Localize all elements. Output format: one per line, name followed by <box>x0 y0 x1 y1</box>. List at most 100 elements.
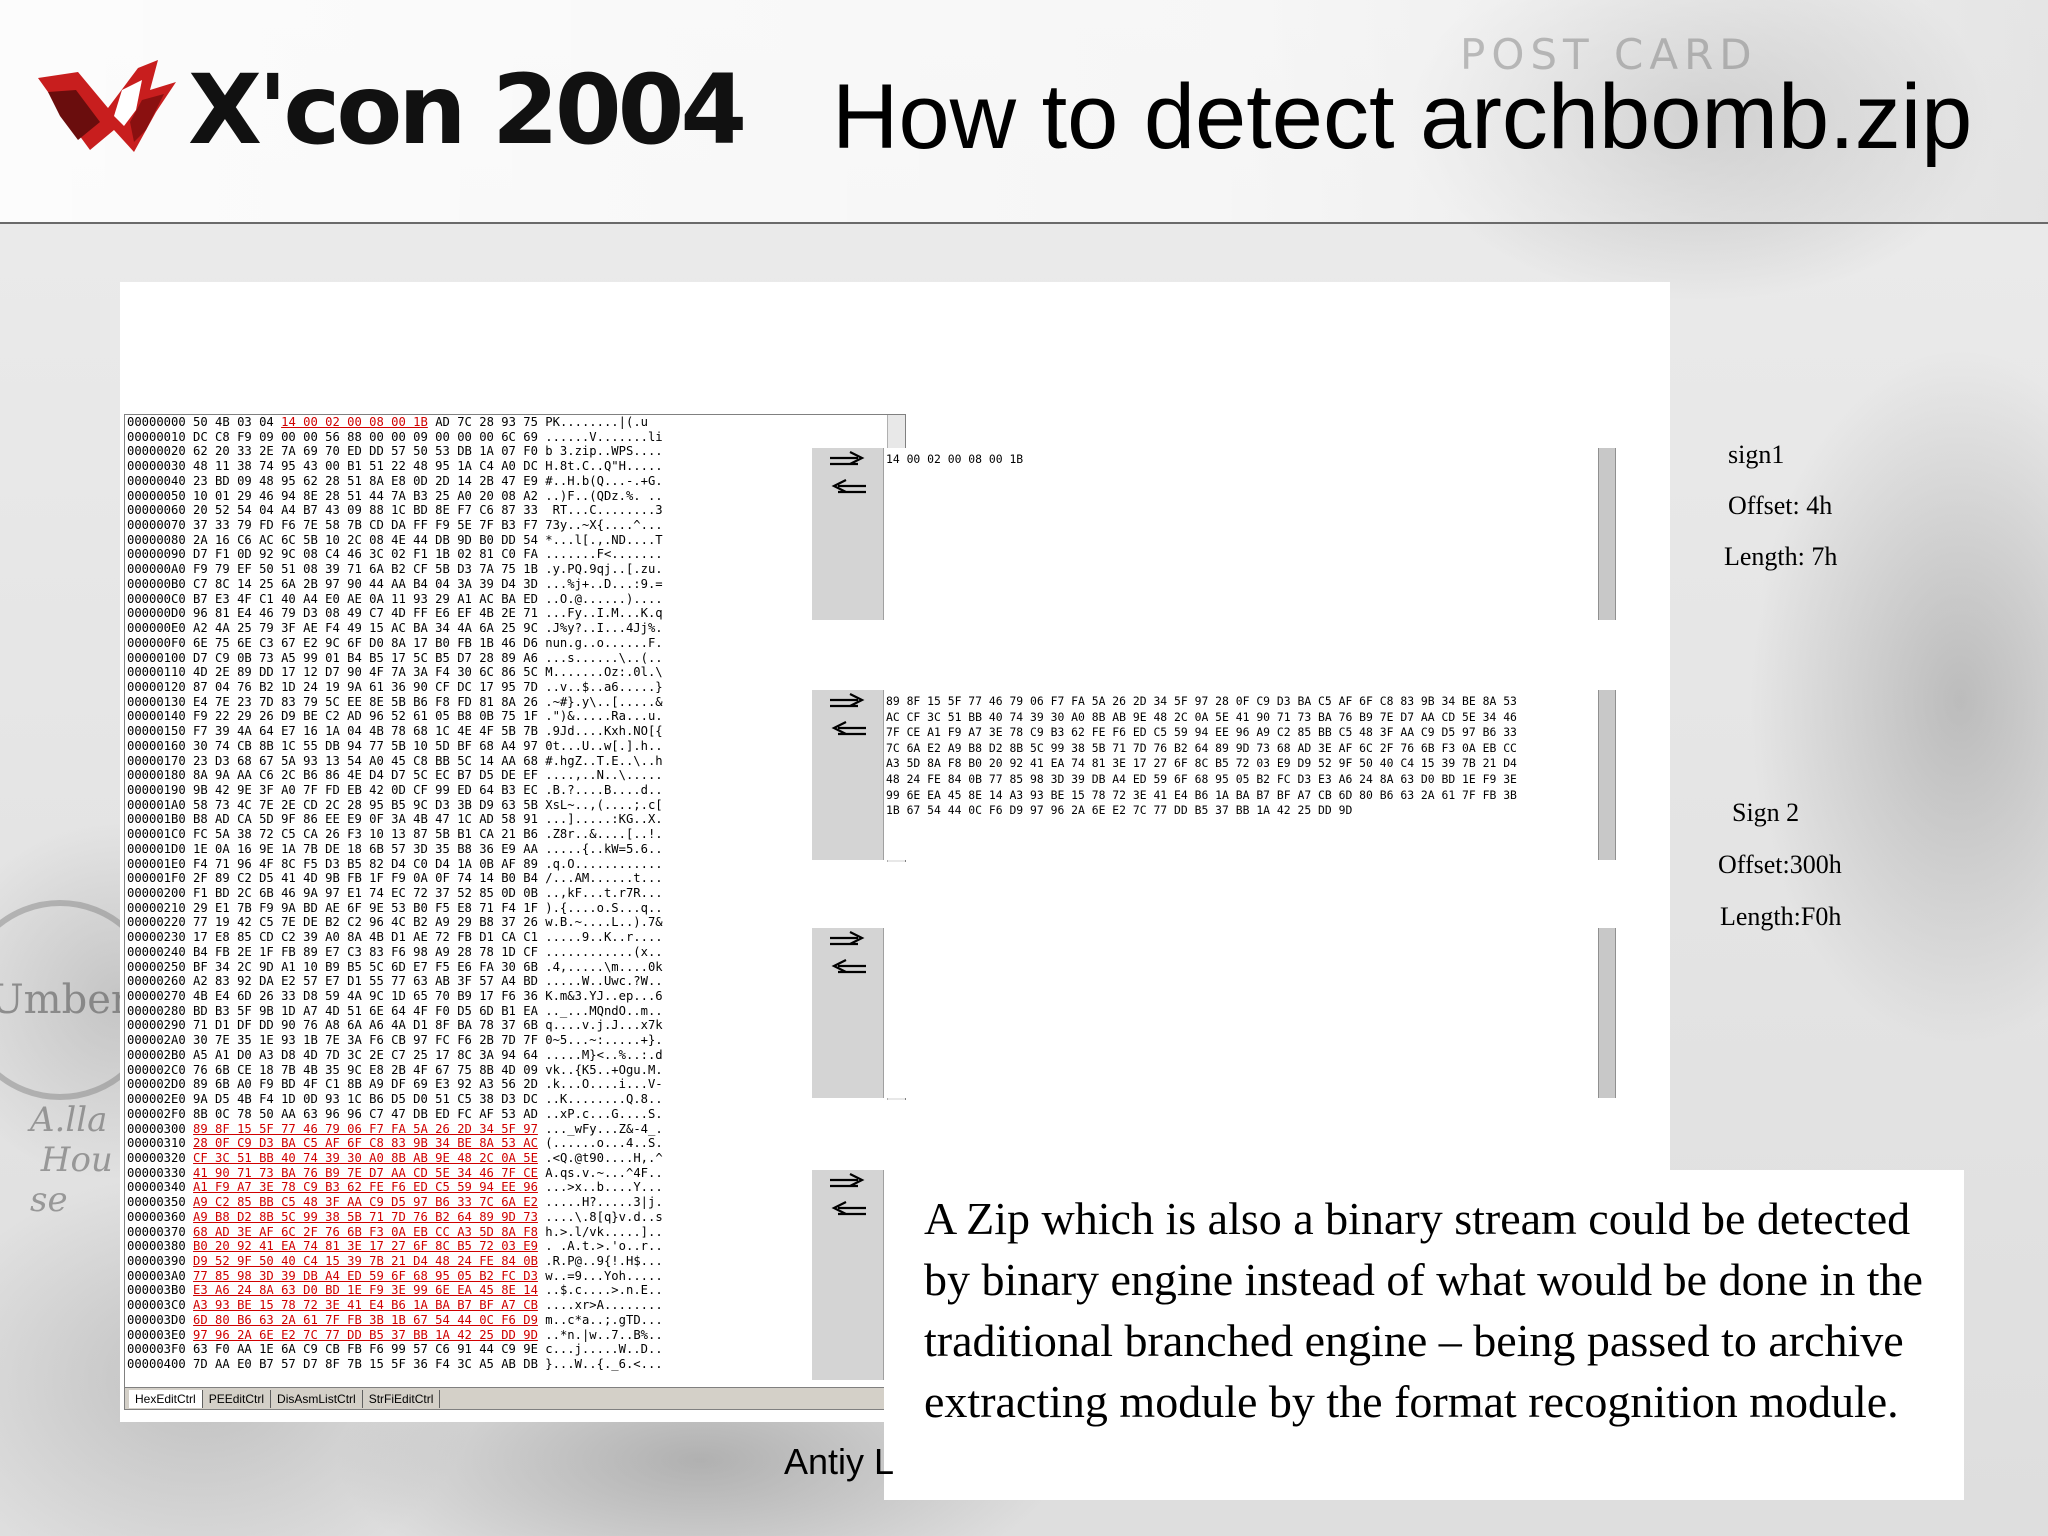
hex-ascii: .....M}<..%..:.d <box>545 1047 663 1062</box>
hex-row[interactable]: 00000020 62 20 33 2E 7A 69 70 ED DD 57 5… <box>127 444 887 459</box>
hex-row[interactable]: 00000220 77 19 42 C5 7E DE B2 C2 96 4C B… <box>127 915 887 930</box>
arrow-left-icon[interactable] <box>828 720 868 744</box>
arrow-right-icon[interactable] <box>828 450 868 474</box>
hex-row[interactable]: 00000270 4B E4 6D 26 33 D8 59 4A 9C 1D 6… <box>127 989 887 1004</box>
sync-arrows-2[interactable] <box>828 692 868 748</box>
hex-row[interactable]: 00000150 F7 39 4A 64 E7 16 1A 04 4B 78 6… <box>127 724 887 739</box>
hex-row[interactable]: 00000300 89 8F 15 5F 77 46 79 06 F7 FA 5… <box>127 1122 887 1137</box>
hex-row[interactable]: 00000310 28 0F C9 D3 BA C5 AF 6F C8 83 9… <box>127 1136 887 1151</box>
hex-row[interactable]: 00000390 D9 52 9F 50 40 C4 15 39 7B 21 D… <box>127 1254 887 1269</box>
hex-row[interactable]: 000002C0 76 6B CE 18 7B 4B 35 9C E8 2B 4… <box>127 1063 887 1078</box>
hex-dump[interactable]: 00000000 50 4B 03 04 14 00 02 00 08 00 1… <box>127 415 887 1387</box>
hex-bytes: F4 71 96 4F 8C F5 D3 B5 82 D4 C0 D4 1A 0… <box>193 856 546 871</box>
hex-row[interactable]: 00000090 D7 F1 0D 92 9C 08 C4 46 3C 02 F… <box>127 547 887 562</box>
hex-row[interactable]: 00000250 BF 34 2C 9D A1 10 B9 B5 5C 6D E… <box>127 960 887 975</box>
hex-row[interactable]: 000000B0 C7 8C 14 25 6A 2B 97 90 44 AA B… <box>127 577 887 592</box>
hex-row[interactable]: 00000190 9B 42 9E 3F A0 7F FD EB 42 0D C… <box>127 783 887 798</box>
hex-row[interactable]: 00000030 48 11 38 74 95 43 00 B1 51 22 4… <box>127 459 887 474</box>
hex-row[interactable]: 000003C0 A3 93 BE 15 78 72 3E 41 E4 B6 1… <box>127 1298 887 1313</box>
hex-row[interactable]: 00000330 41 90 71 73 BA 76 B9 7E D7 AA C… <box>127 1166 887 1181</box>
hex-row[interactable]: 000001A0 58 73 4C 7E 2E CD 2C 28 95 B5 9… <box>127 798 887 813</box>
hex-row[interactable]: 000003B0 E3 A6 24 8A 63 D0 BD 1E F9 3E 9… <box>127 1283 887 1298</box>
hex-row[interactable]: 000000E0 A2 4A 25 79 3F AE F4 49 15 AC B… <box>127 621 887 636</box>
hex-ascii: H.8t.C..Q"H..... <box>545 459 663 474</box>
hex-row[interactable]: 000002A0 30 7E 35 1E 93 1B 7E 3A F6 CB 9… <box>127 1033 887 1048</box>
hex-row[interactable]: 00000010 DC C8 F9 09 00 00 56 88 00 00 0… <box>127 430 887 445</box>
tab-hexeditctrl[interactable]: HexEditCtrl <box>129 1389 203 1408</box>
hex-row[interactable]: 00000350 A9 C2 85 BB C5 48 3F AA C9 D5 9… <box>127 1195 887 1210</box>
hex-row[interactable]: 00000040 23 BD 09 48 95 62 28 51 8A E8 0… <box>127 474 887 489</box>
hex-row[interactable]: 00000160 30 74 CB 8B 1C 55 DB 94 77 5B 1… <box>127 739 887 754</box>
tab-strfieditctrl[interactable]: StrFiEditCtrl <box>363 1389 441 1408</box>
arrow-left-icon[interactable] <box>828 478 868 502</box>
hex-row[interactable]: 000000A0 F9 79 EF 50 51 08 39 71 6A B2 C… <box>127 562 887 577</box>
arrow-right-icon[interactable] <box>828 692 868 716</box>
arrow-left-icon[interactable] <box>828 958 868 982</box>
dump-pane-3[interactable] <box>884 928 1598 1098</box>
hex-row[interactable]: 00000130 E4 7E 23 7D 83 79 5C EE 8E 5B B… <box>127 695 887 710</box>
hex-row[interactable]: 000001F0 2F 89 C2 D5 41 4D 9B FB 1F F9 0… <box>127 871 887 886</box>
hex-row[interactable]: 00000120 87 04 76 B2 1D 24 19 9A 61 36 9… <box>127 680 887 695</box>
dump-scrollbar-3[interactable] <box>1598 928 1616 1098</box>
hex-row[interactable]: 00000200 F1 BD 2C 6B 46 9A 97 E1 74 EC 7… <box>127 886 887 901</box>
hex-row[interactable]: 000002E0 9A D5 4B F4 1D 0D 93 1C B6 D5 D… <box>127 1092 887 1107</box>
hex-row[interactable]: 000003E0 97 96 2A 6E E2 7C 77 DD B5 37 B… <box>127 1328 887 1343</box>
arrow-right-icon[interactable] <box>828 1172 868 1196</box>
gap-2 <box>796 862 1618 932</box>
hex-row[interactable]: 00000080 2A 16 C6 AC 6C 5B 10 2C 08 4E 4… <box>127 533 887 548</box>
hex-row[interactable]: 00000100 D7 C9 0B 73 A5 99 01 B4 B5 17 5… <box>127 651 887 666</box>
sync-arrows-1[interactable] <box>828 450 868 506</box>
hex-row[interactable]: 00000290 71 D1 DF DD 90 76 A8 6A A6 4A D… <box>127 1018 887 1033</box>
hex-ascii: ..$.c....>.n.E.. <box>545 1283 663 1298</box>
hex-row[interactable]: 00000400 7D AA E0 B7 57 D7 8F 7B 15 5F 3… <box>127 1357 887 1372</box>
hex-row[interactable]: 00000370 68 AD 3E AF 6C 2F 76 6B F3 0A E… <box>127 1225 887 1240</box>
tab-disasmlistctrl[interactable]: DisAsmListCtrl <box>271 1389 363 1408</box>
hex-bytes: F1 BD 2C 6B 46 9A 97 E1 74 EC 72 37 52 8… <box>193 886 546 900</box>
hex-ascii: ......V.......li <box>545 429 663 444</box>
hex-row[interactable]: 00000170 23 D3 68 67 5A 93 13 54 A0 45 C… <box>127 754 887 769</box>
hex-ascii: #.hgZ..T.E..\..h <box>545 753 663 768</box>
hex-row[interactable]: 000001E0 F4 71 96 4F 8C F5 D3 B5 82 D4 C… <box>127 857 887 872</box>
arrow-right-icon[interactable] <box>828 930 868 954</box>
hex-row[interactable]: 00000360 A9 B8 D2 8B 5C 99 38 5B 71 7D 7… <box>127 1210 887 1225</box>
hex-row[interactable]: 00000210 29 E1 7B F9 9A BD AE 6F 9E 53 B… <box>127 901 887 916</box>
dump-scrollbar-2[interactable] <box>1598 690 1616 860</box>
hex-row[interactable]: 00000280 BD B3 5F 9B 1D A7 4D 51 6E 64 4… <box>127 1004 887 1019</box>
hex-row[interactable]: 00000060 20 52 54 04 A4 B7 43 09 88 1C B… <box>127 503 887 518</box>
hex-ascii: 73y..~X{....^... <box>545 518 663 533</box>
sync-arrows-4[interactable] <box>828 1172 868 1228</box>
hex-bytes-highlighted: B0 20 92 41 EA 74 81 3E 17 27 6F 8C B5 7… <box>193 1239 538 1254</box>
hex-row[interactable]: 00000260 A2 83 92 DA E2 57 E7 D1 55 77 6… <box>127 974 887 989</box>
hex-row[interactable]: 00000340 A1 F9 A7 3E 78 C9 B3 62 FE F6 E… <box>127 1180 887 1195</box>
hex-row[interactable]: 000001C0 FC 5A 38 72 C5 CA 26 F3 10 13 8… <box>127 827 887 842</box>
hex-row[interactable]: 00000320 CF 3C 51 BB 40 74 39 30 A0 8B A… <box>127 1151 887 1166</box>
hex-row[interactable]: 000001B0 B8 AD CA 5D 9F 86 EE E9 0F 3A 4… <box>127 812 887 827</box>
hex-row[interactable]: 000002F0 8B 0C 78 50 AA 63 96 96 C7 47 D… <box>127 1107 887 1122</box>
hex-row[interactable]: 00000140 F9 22 29 26 D9 BE C2 AD 96 52 6… <box>127 709 887 724</box>
hex-ascii: w.B.~....L..).7& <box>545 915 663 930</box>
sync-arrows-3[interactable] <box>828 930 868 986</box>
arrow-left-icon[interactable] <box>828 1200 868 1224</box>
hex-row[interactable]: 000001D0 1E 0A 16 9E 1A 7B DE 18 6B 57 3… <box>127 842 887 857</box>
hex-row[interactable]: 00000180 8A 9A AA C6 2C B6 86 4E D4 D7 5… <box>127 768 887 783</box>
hex-row[interactable]: 000003A0 77 85 98 3D 39 DB A4 ED 59 6F 6… <box>127 1269 887 1284</box>
hex-row[interactable]: 000000D0 96 81 E4 46 79 D3 08 49 C7 4D F… <box>127 606 887 621</box>
hex-row[interactable]: 00000000 50 4B 03 04 14 00 02 00 08 00 1… <box>127 415 887 430</box>
hex-row[interactable]: 00000050 10 01 29 46 94 8E 28 51 44 7A B… <box>127 489 887 504</box>
dump-scrollbar-1[interactable] <box>1598 448 1616 620</box>
hex-row[interactable]: 000000F0 6E 75 6E C3 67 E2 9C 6F D0 8A 1… <box>127 636 887 651</box>
hex-row[interactable]: 00000240 B4 FB 2E 1F FB 89 E7 C3 83 F6 9… <box>127 945 887 960</box>
hex-bytes: A2 4A 25 79 3F AE F4 49 15 AC BA 34 4A 6… <box>193 621 546 636</box>
hex-row[interactable]: 000002D0 89 6B A0 F9 BD 4F C1 8B A9 DF 6… <box>127 1077 887 1092</box>
hex-row[interactable]: 00000070 37 33 79 FD F6 7E 58 7B CD DA F… <box>127 518 887 533</box>
dump-pane-sign2[interactable]: 89 8F 15 5F 77 46 79 06 F7 FA 5A 26 2D 3… <box>884 690 1598 860</box>
hex-row[interactable]: 000003F0 63 F0 AA 1E 6A C9 CB FB F6 99 5… <box>127 1342 887 1357</box>
hex-row[interactable]: 000000C0 B7 E3 4F C1 40 A4 E0 AE 0A 11 9… <box>127 592 887 607</box>
dump-pane-sign1[interactable]: 14 00 02 00 08 00 1B <box>884 448 1598 620</box>
hex-row[interactable]: 000003D0 6D 80 B6 63 2A 61 7F FB 3B 1B 6… <box>127 1313 887 1328</box>
tab-peeditctrl[interactable]: PEEditCtrl <box>203 1389 272 1408</box>
hex-row[interactable]: 00000110 4D 2E 89 DD 17 12 D7 90 4F 7A 3… <box>127 665 887 680</box>
hex-row[interactable]: 00000380 B0 20 92 41 EA 74 81 3E 17 27 6… <box>127 1239 887 1254</box>
hex-row[interactable]: 00000230 17 E8 85 CD C2 39 A0 8A 4B D1 A… <box>127 930 887 945</box>
hex-row[interactable]: 000002B0 A5 A1 D0 A3 D8 4D 7D 3C 2E C7 2… <box>127 1048 887 1063</box>
